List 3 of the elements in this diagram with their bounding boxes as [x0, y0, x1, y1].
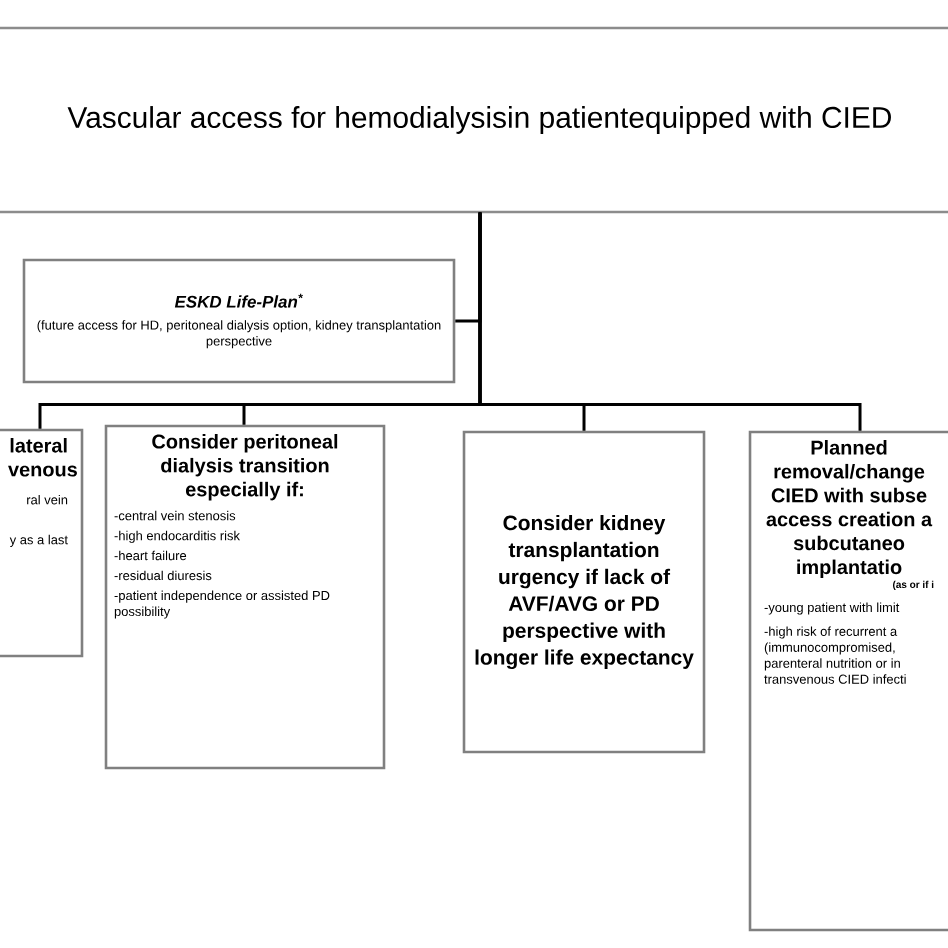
- title-band: Vascular access for hemodialysisin patientequipped with CIED: [0, 26, 948, 214]
- connector-line: [478, 212, 862, 431]
- option-box: Consider kidney transplantation urgency if lack of AVF/AVG or PD perspective with longer life expectancy: [462, 430, 706, 754]
